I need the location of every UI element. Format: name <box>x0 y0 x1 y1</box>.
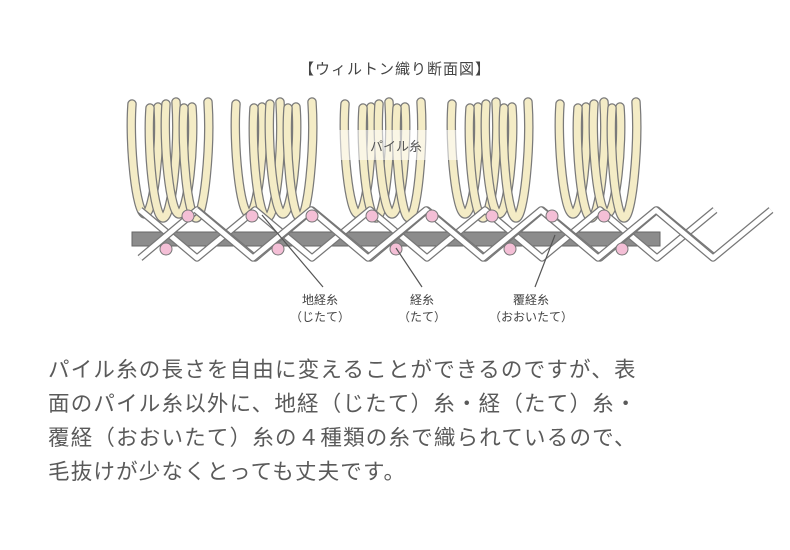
weave-cross-section: パイル糸 <box>126 97 774 288</box>
warp-leader <box>395 247 423 288</box>
cover-warp-label: 覆経糸 <box>512 293 549 307</box>
description-line: 毛抜けが少なくとっても丈夫です。 <box>48 460 407 485</box>
weft-dot <box>615 242 629 256</box>
weft-dot <box>305 209 319 223</box>
pile-label: パイル糸 <box>370 140 422 155</box>
pile-yarn <box>555 100 591 218</box>
callout-lines <box>261 214 556 288</box>
warp-label: 経糸 <box>409 293 434 307</box>
ground-warp-label: 地経糸 <box>301 293 338 307</box>
description-line: 覆経（おおいたて）糸の４種類の糸で織られているので、 <box>48 426 637 451</box>
pile-yarn <box>607 98 641 222</box>
cover-warp-thread <box>138 207 717 261</box>
pile-yarn <box>265 100 301 218</box>
weft-dot <box>271 242 285 256</box>
weft-dot <box>485 209 499 223</box>
weft-dot <box>503 242 517 256</box>
description-text: パイル糸の長さを自由に変えることができるのですが、表 面のパイル糸以外に、地経（… <box>48 354 768 490</box>
description-line: パイル糸の長さを自由に変えることができるのですが、表 <box>48 358 637 383</box>
ground-warp-reading: （じたて） <box>289 310 350 324</box>
pile-label-box <box>332 130 460 160</box>
pile-yarn <box>161 100 197 218</box>
weft-dot <box>245 209 259 223</box>
ground-warp-callout: 地経糸 （じたて） <box>265 292 375 326</box>
cover-warp-threads <box>137 206 774 262</box>
description-line: 面のパイル糸以外に、地経（じたて）糸・経（たて）糸・ <box>48 392 638 417</box>
pile-yarn <box>481 100 517 218</box>
cover-warp-reading: （おおいたて） <box>488 310 573 324</box>
cover-warp-callout: 覆経糸 （おおいたて） <box>466 292 596 326</box>
cover-warp-thread <box>194 207 773 261</box>
cover-warp-leader <box>534 234 556 288</box>
pile-yarn <box>145 98 181 222</box>
weft-dot <box>425 209 439 223</box>
pile-yarn <box>465 98 501 222</box>
weft-dot <box>159 242 173 256</box>
diagram-title: 【ウィルトン織り断面図】 <box>298 60 491 78</box>
weft-dot <box>181 209 195 223</box>
weft-dot <box>545 209 559 223</box>
pile-yarn <box>179 98 213 222</box>
warp-callout: 経糸 （たて） <box>372 292 472 326</box>
ground-warp-leader <box>261 214 324 288</box>
weft-dot <box>365 209 379 223</box>
weft-dot <box>597 209 611 223</box>
pile-yarn <box>499 98 533 222</box>
warp-reading: （たて） <box>397 310 446 324</box>
weft-yarns <box>159 209 629 256</box>
